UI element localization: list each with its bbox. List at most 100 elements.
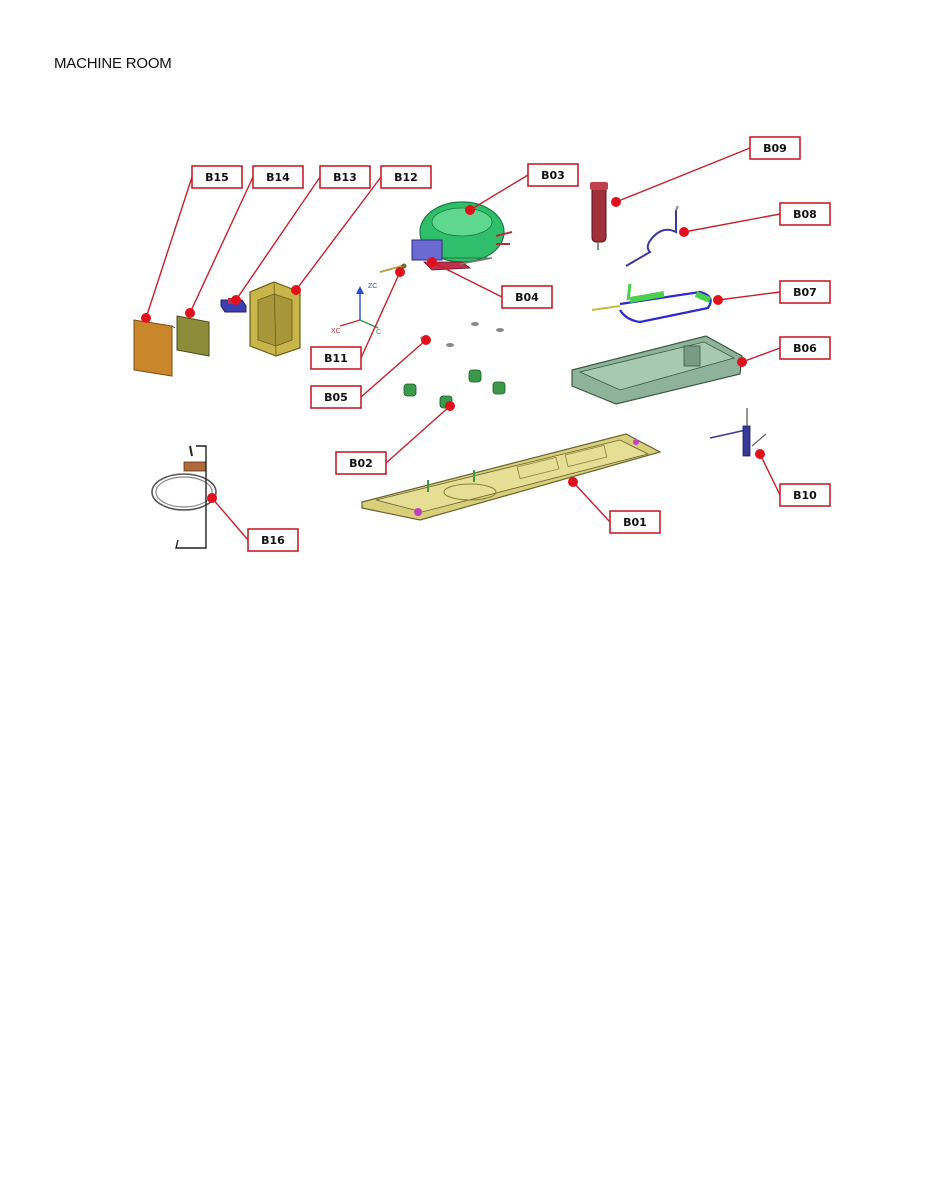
part-label-box: B15 xyxy=(191,165,243,189)
callout-dot xyxy=(737,357,747,367)
part-insulation-panel xyxy=(133,319,176,377)
part-label-box: B05 xyxy=(310,385,362,409)
label-box-frame xyxy=(779,336,831,360)
leader-line xyxy=(360,271,401,359)
part-label: B14 xyxy=(266,171,290,184)
label-box-frame xyxy=(191,165,243,189)
callout-dot xyxy=(185,308,195,318)
callout-b15: B15 xyxy=(141,165,243,323)
part-rubber-grommets xyxy=(403,369,506,409)
callout-b06: B06 xyxy=(737,336,831,367)
part-bolt xyxy=(379,263,407,273)
part-label-box: B10 xyxy=(779,483,831,507)
leader-line xyxy=(717,291,781,301)
part-label-box: B14 xyxy=(252,165,304,189)
callout-dot xyxy=(421,335,431,345)
part-label: B05 xyxy=(324,391,348,404)
part-label: B13 xyxy=(333,171,357,184)
callout-b07: B07 xyxy=(713,280,831,305)
callout-b08: B08 xyxy=(679,202,831,237)
label-box-frame xyxy=(527,163,579,187)
axis-label-zc: ZC xyxy=(368,283,377,290)
part-label: B09 xyxy=(763,142,787,155)
axis-triad: ZC XC C xyxy=(331,283,381,336)
leader-line xyxy=(683,213,781,233)
callout-b04: B04 xyxy=(427,257,553,309)
callout-dot xyxy=(445,401,455,411)
callout-b03: B03 xyxy=(465,163,579,215)
part-valve xyxy=(709,408,767,457)
leader-line xyxy=(615,147,751,203)
part-drier-filter xyxy=(590,182,608,250)
callout-dot xyxy=(568,477,578,487)
leader-line xyxy=(572,481,611,523)
label-box-frame xyxy=(380,165,432,189)
leader-line xyxy=(741,347,781,363)
part-label-box: B11 xyxy=(310,346,362,370)
axis-label-c: C xyxy=(376,329,381,336)
label-box-frame xyxy=(310,346,362,370)
part-label: B16 xyxy=(261,534,285,547)
callout-dot xyxy=(291,285,301,295)
label-box-frame xyxy=(310,385,362,409)
part-cover-plate xyxy=(176,315,210,357)
part-base-plate xyxy=(361,433,662,521)
callout-b12: B12 xyxy=(291,165,432,295)
label-box-frame xyxy=(335,451,387,475)
callout-dot xyxy=(207,493,217,503)
callout-b01: B01 xyxy=(568,477,661,534)
callout-b11: B11 xyxy=(310,267,405,370)
label-box-frame xyxy=(609,510,661,534)
leader-line xyxy=(469,174,529,211)
part-drain-tray xyxy=(571,335,743,405)
leader-line xyxy=(189,176,254,314)
label-box-frame xyxy=(319,165,371,189)
leader-line xyxy=(295,176,382,291)
leader-line xyxy=(211,497,249,541)
label-box-frame xyxy=(779,202,831,226)
part-washers xyxy=(420,322,504,347)
leader-line xyxy=(360,339,427,398)
callout-b05: B05 xyxy=(310,335,431,409)
part-label-box: B03 xyxy=(527,163,579,187)
part-label: B07 xyxy=(793,286,817,299)
part-label: B08 xyxy=(793,208,817,221)
callout-b10: B10 xyxy=(755,449,831,507)
page-title: MACHINE ROOM xyxy=(54,55,172,72)
part-label: B01 xyxy=(623,516,647,529)
label-box-frame xyxy=(501,285,553,309)
callout-dot xyxy=(713,295,723,305)
part-label: B03 xyxy=(541,169,565,182)
part-tube xyxy=(625,205,679,267)
part-label-box: B07 xyxy=(779,280,831,304)
part-label: B12 xyxy=(394,171,418,184)
part-label: B15 xyxy=(205,171,229,184)
part-capillary-tube xyxy=(151,445,217,549)
part-label-box: B04 xyxy=(501,285,553,309)
part-label-box: B08 xyxy=(779,202,831,226)
label-box-frame xyxy=(247,528,299,552)
callout-dot xyxy=(395,267,405,277)
part-label: B02 xyxy=(349,457,373,470)
part-label-box: B09 xyxy=(749,136,801,160)
part-electrical-box xyxy=(249,281,301,357)
part-label-box: B12 xyxy=(380,165,432,189)
callout-dot xyxy=(427,257,437,267)
callout-dot xyxy=(231,295,241,305)
part-label: B06 xyxy=(793,342,817,355)
leader-line xyxy=(759,453,781,496)
callout-dot xyxy=(679,227,689,237)
part-compressor xyxy=(411,201,513,263)
part-label-box: B16 xyxy=(247,528,299,552)
axis-label-xc: XC xyxy=(331,328,341,335)
callout-b02: B02 xyxy=(335,401,455,475)
callout-b13: B13 xyxy=(231,165,371,305)
callout-dot xyxy=(611,197,621,207)
callout-dot xyxy=(141,313,151,323)
callout-dot xyxy=(755,449,765,459)
part-label: B11 xyxy=(324,352,348,365)
leader-line xyxy=(385,405,451,464)
part-label: B04 xyxy=(515,291,539,304)
label-box-frame xyxy=(749,136,801,160)
